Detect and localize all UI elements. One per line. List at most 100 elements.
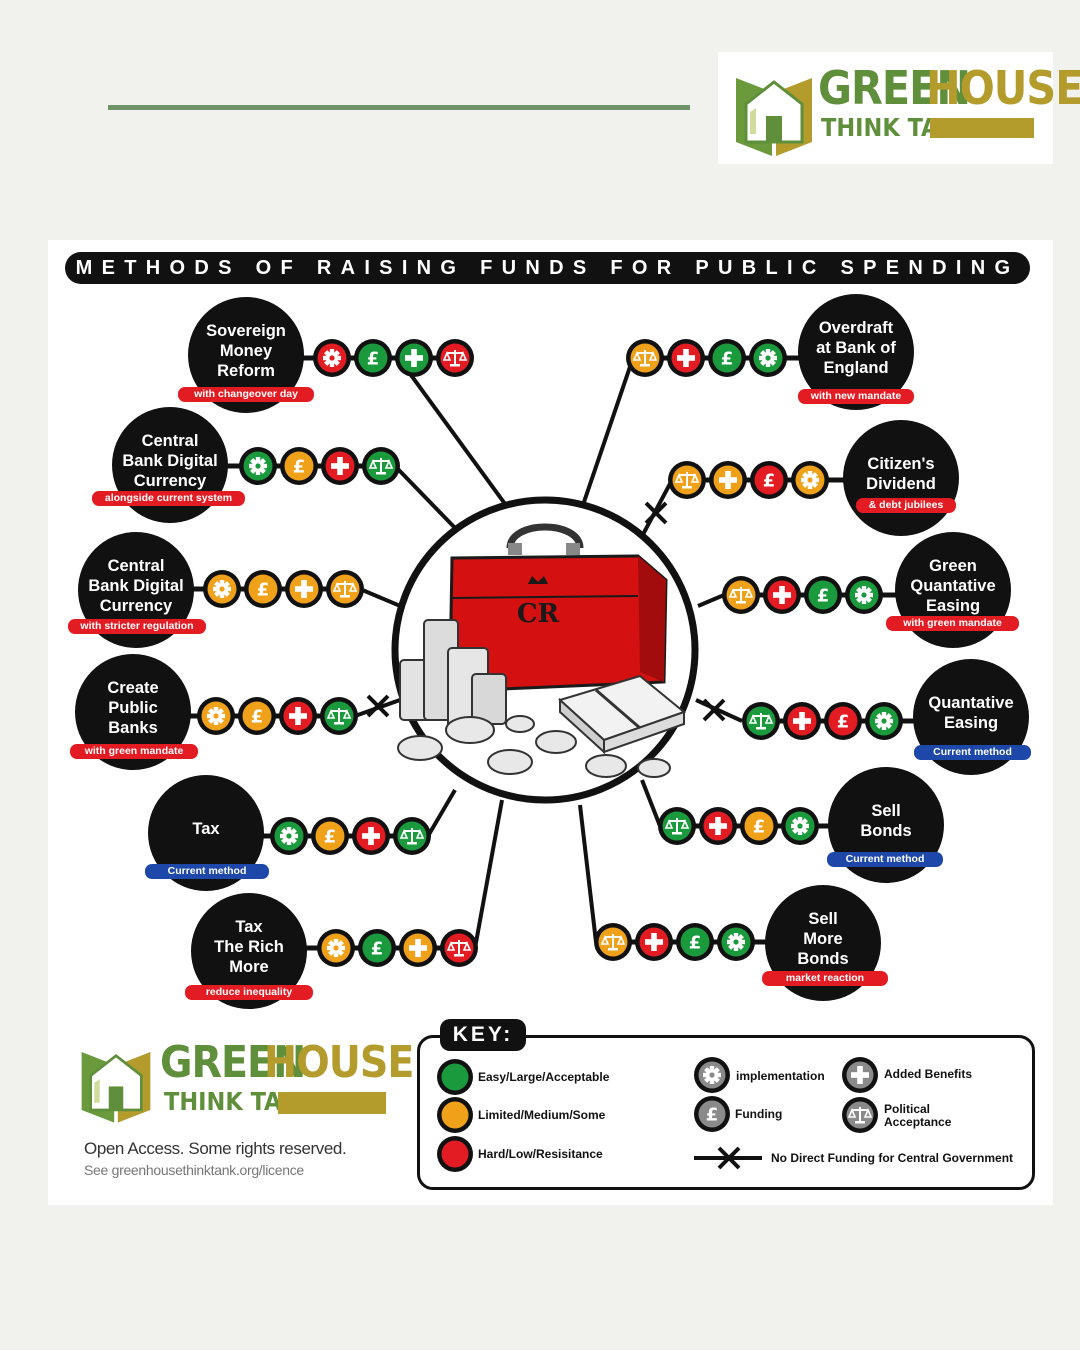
method-label-line: The Rich xyxy=(214,938,284,956)
method-tag-overdraft: with new mandate xyxy=(798,389,914,404)
connector-line xyxy=(640,779,662,827)
logo-top: GREEN HOUSE THINK TANK xyxy=(718,52,1080,164)
logo-bar xyxy=(930,118,1034,138)
political-acceptance-rating xyxy=(668,461,706,499)
political-acceptance-rating xyxy=(436,339,474,377)
funding-rating: £ xyxy=(238,697,276,735)
logo-bottom: GREEN HOUSE THINK TANK xyxy=(76,1036,414,1128)
infographic-title: METHODS OF RAISING FUNDS FOR PUBLIC SPEN… xyxy=(65,252,1030,284)
added-benefits-rating xyxy=(667,339,705,377)
method-node xyxy=(148,775,264,891)
connector-line xyxy=(582,357,635,503)
method-label-line: Sell xyxy=(808,910,838,928)
svg-text:£: £ xyxy=(817,586,830,607)
added-benefits-rating xyxy=(763,576,801,614)
method-label-line: Currency xyxy=(99,597,173,615)
implementation-rating xyxy=(270,817,308,855)
method-label-line: More xyxy=(229,958,269,976)
implementation-rating xyxy=(781,807,819,845)
method-label-line: Public xyxy=(108,699,158,717)
implementation-rating xyxy=(791,461,829,499)
house-book-icon xyxy=(81,1052,151,1123)
method-node xyxy=(75,654,191,770)
added-benefits-rating xyxy=(285,570,323,608)
central-hub: CR xyxy=(391,496,699,804)
political-acceptance-rating xyxy=(326,570,364,608)
method-tag-tax-rich: reduce inequality xyxy=(185,985,313,1000)
svg-text:£: £ xyxy=(763,471,776,492)
method-label-line: Green xyxy=(929,557,977,575)
key-title: KEY: xyxy=(440,1019,526,1051)
funding-rating: £ xyxy=(740,807,778,845)
svg-text:£: £ xyxy=(837,712,850,733)
implementation-rating xyxy=(313,339,351,377)
implementation-rating xyxy=(845,576,883,614)
svg-text:£: £ xyxy=(257,580,270,601)
funding-rating: £ xyxy=(676,923,714,961)
key-added-benefits: Added Benefits xyxy=(884,1067,973,1081)
method-label-line: Reform xyxy=(217,362,275,380)
no-direct-funding-mark xyxy=(702,698,726,722)
method-tag-cbdc-stricter: with stricter regulation xyxy=(68,619,206,634)
method-label-line: Central xyxy=(107,557,165,575)
connector-line xyxy=(398,358,510,510)
implementation-rating xyxy=(203,570,241,608)
method-label-line: Currency xyxy=(133,472,207,490)
house-book-icon xyxy=(736,78,812,156)
key-level-easy: Easy/Large/Acceptable xyxy=(478,1070,610,1084)
connector-line xyxy=(426,788,457,838)
svg-text:£: £ xyxy=(367,349,380,370)
political-acceptance-rating xyxy=(722,576,760,614)
logo-word-house: HOUSE xyxy=(926,61,1080,115)
method-node xyxy=(798,294,914,410)
banknote-bundle xyxy=(558,674,687,755)
method-label-line: at Bank of xyxy=(816,339,896,357)
key-level-hard: Hard/Low/Resisitance xyxy=(478,1147,603,1161)
key-no-funding: No Direct Funding for Central Government xyxy=(771,1151,1014,1165)
method-tag-cbdc-current: alongside current system xyxy=(92,491,245,506)
method-label-line: Quantative xyxy=(928,694,1014,712)
coin-stacks xyxy=(397,619,671,778)
licence-link[interactable]: See greenhousethinktank.org/licence xyxy=(84,1162,304,1178)
political-acceptance-rating xyxy=(658,807,696,845)
method-label-line: Bonds xyxy=(797,950,849,968)
logo-bar xyxy=(278,1092,386,1114)
implementation-rating xyxy=(197,697,235,735)
political-acceptance-rating xyxy=(626,339,664,377)
method-label-line: Bank Digital xyxy=(88,577,184,595)
no-direct-funding-mark xyxy=(366,694,390,718)
method-label-line: Easing xyxy=(943,714,999,732)
method-tag-sell-more-bonds: market reaction xyxy=(762,971,888,986)
funding-rating: £ xyxy=(280,447,318,485)
added-benefits-rating xyxy=(395,339,433,377)
svg-text:£: £ xyxy=(721,349,734,370)
connector-line xyxy=(578,804,598,943)
funding-rating: £ xyxy=(824,702,862,740)
funding-rating: £ xyxy=(804,576,842,614)
funding-rating: £ xyxy=(358,929,396,967)
svg-text:£: £ xyxy=(324,827,337,848)
political-acceptance-rating xyxy=(362,447,400,485)
svg-text:£: £ xyxy=(293,457,306,478)
rating-icons: £ £ £ £ £ £ £ £ £ £ £ £ xyxy=(197,339,903,967)
added-benefits-rating xyxy=(699,807,737,845)
method-label-line: Bank Digital xyxy=(122,452,218,470)
implementation-rating xyxy=(239,447,277,485)
logo-word-green: GREEN xyxy=(160,1037,306,1088)
method-label-line: Sovereign xyxy=(206,322,286,340)
political-acceptance-rating xyxy=(742,702,780,740)
implementation-rating xyxy=(865,702,903,740)
licence-text: Open Access. Some rights reserved. xyxy=(84,1139,347,1158)
connector-line xyxy=(638,479,674,541)
method-label-line: Tax xyxy=(192,820,220,838)
accent-line xyxy=(108,105,690,110)
political-acceptance-rating xyxy=(320,697,358,735)
method-node xyxy=(188,297,304,413)
method-tag-sell-bonds: Current method xyxy=(827,852,943,867)
political-acceptance-rating xyxy=(594,923,632,961)
